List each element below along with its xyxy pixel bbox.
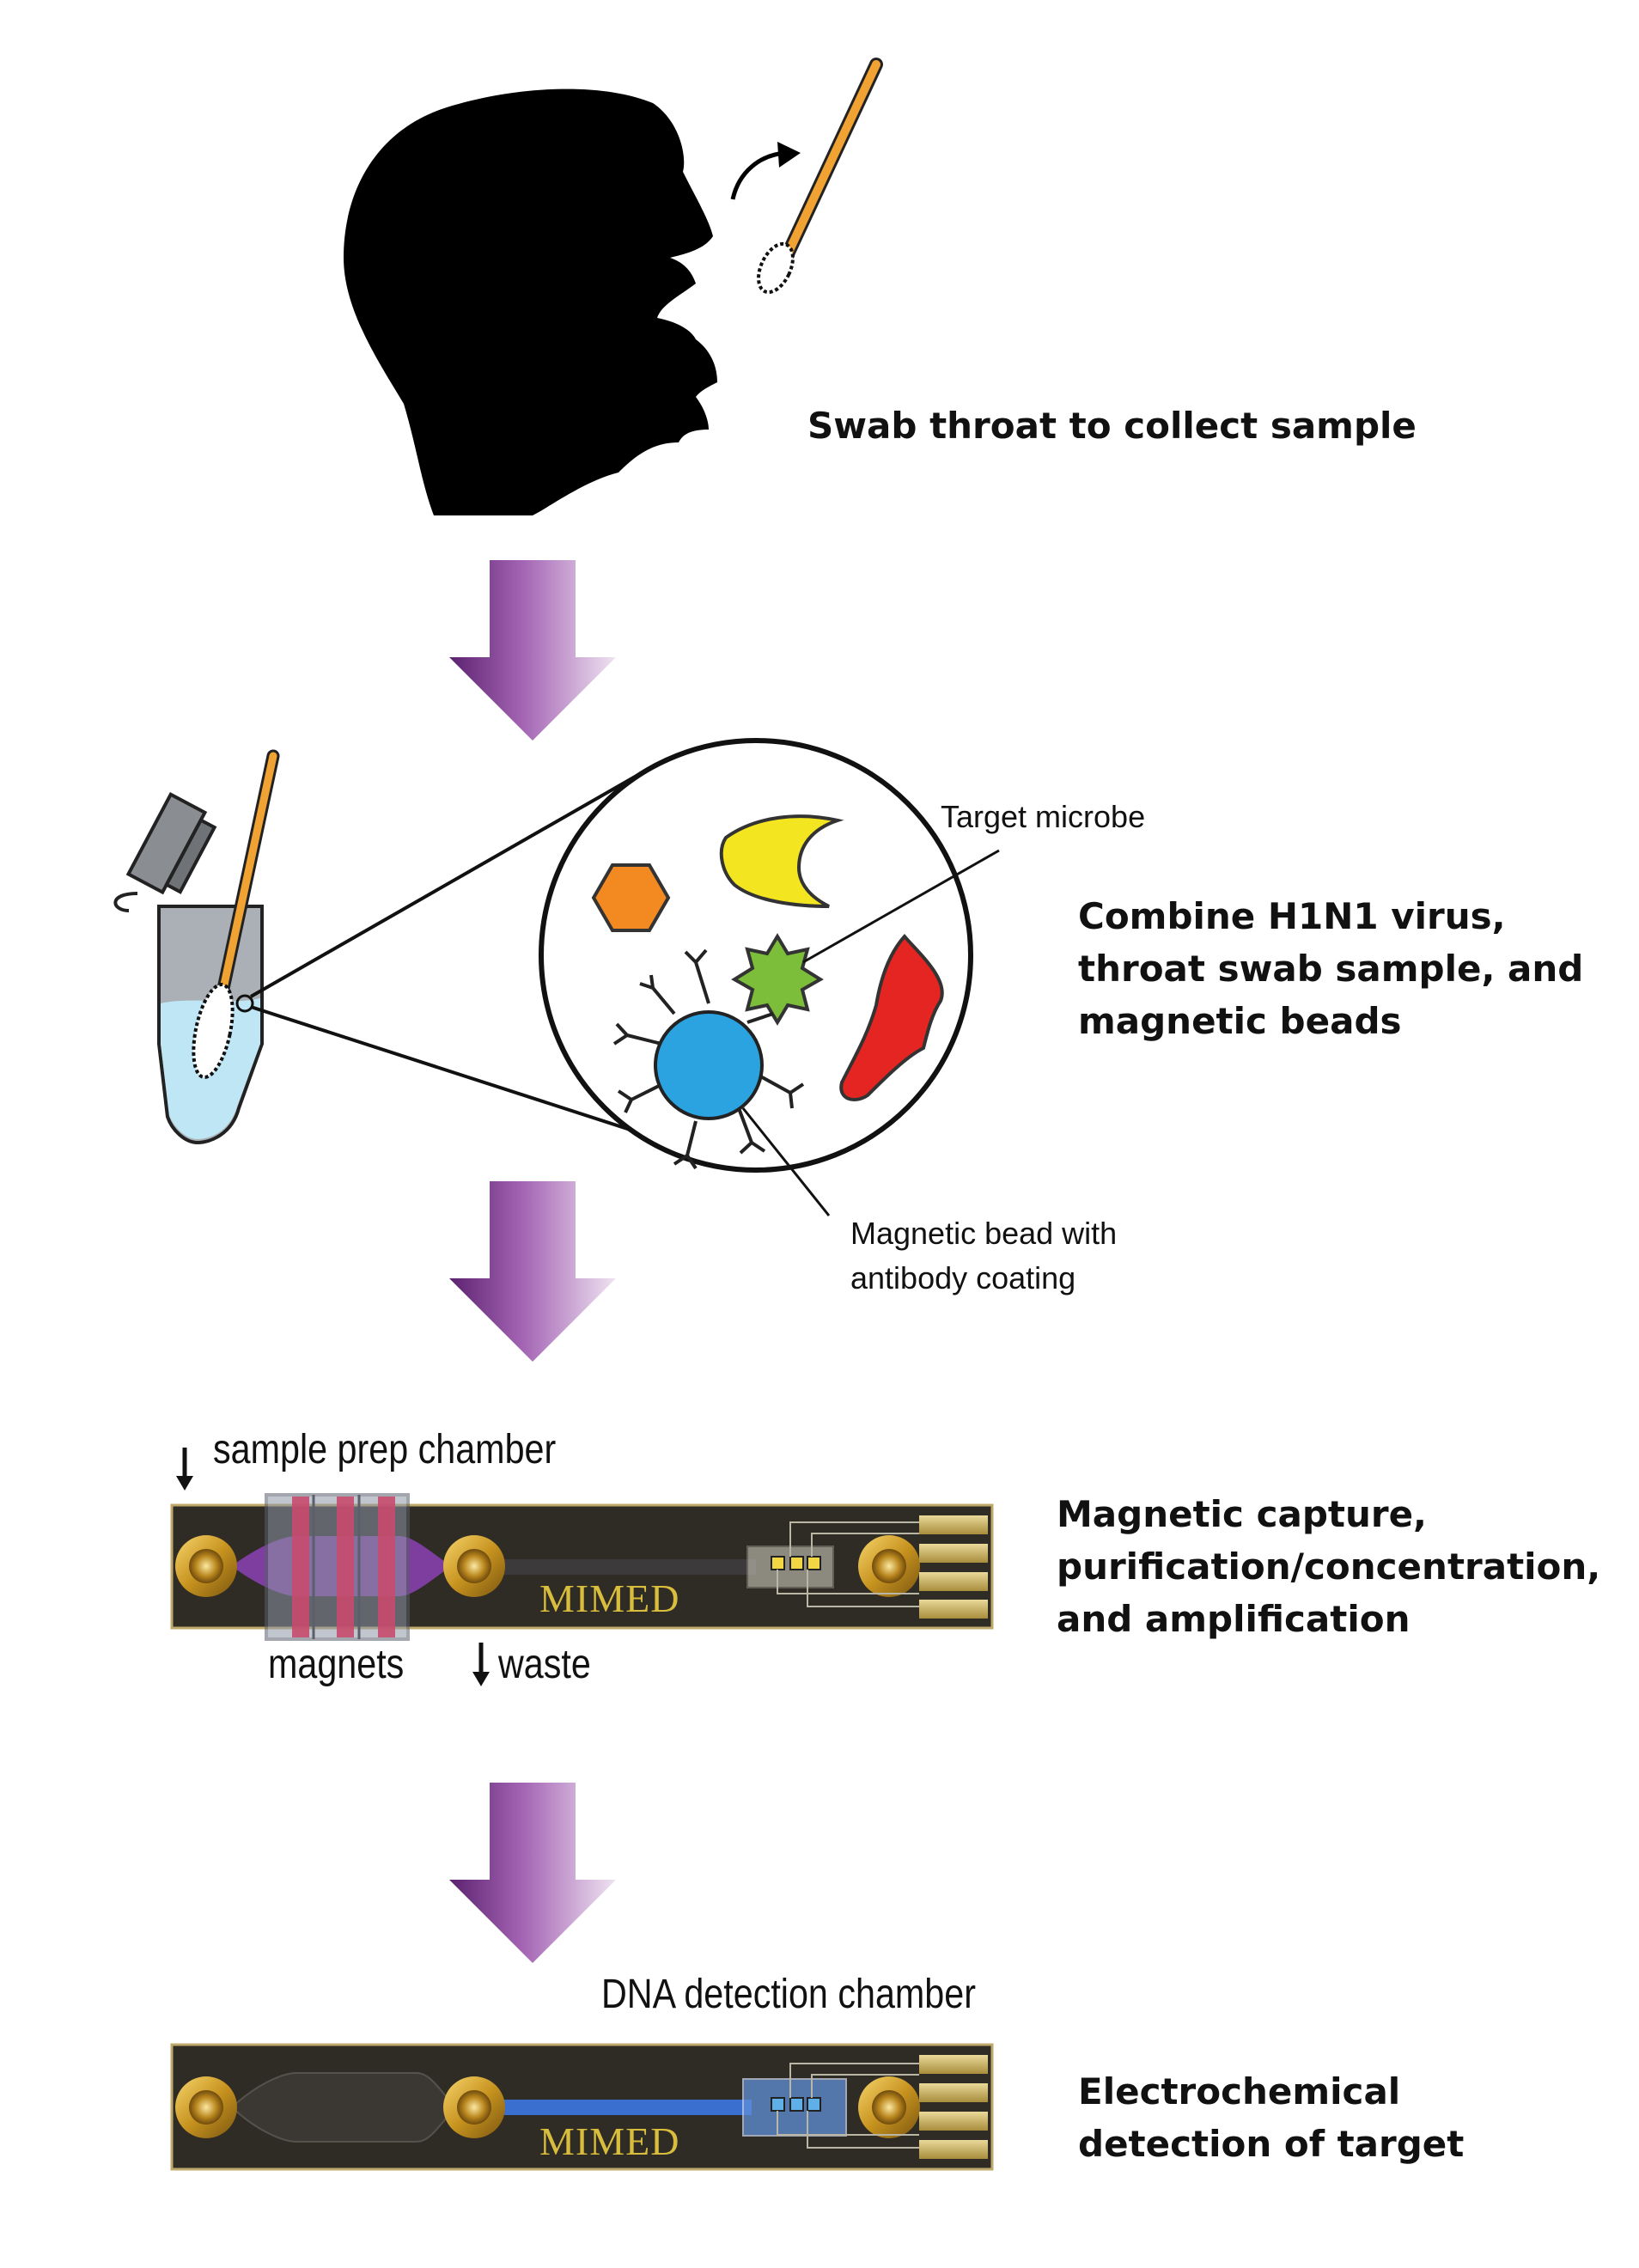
waste-label: waste [498, 1642, 591, 1687]
head-silhouette [344, 88, 717, 516]
dna-detection-chamber-label: DNA detection chamber [601, 1972, 976, 2017]
step-2-line-3: magnetic beads [1078, 1000, 1402, 1042]
magnetic-bead-line-1: Magnetic bead with [850, 1216, 1118, 1251]
step-4-line-2: detection of target [1078, 2123, 1465, 2165]
step-2-line-1: Combine H1N1 virus, [1078, 895, 1506, 937]
throat-swab [757, 58, 883, 295]
flow-arrow-1 [449, 560, 616, 741]
sample-tube [113, 749, 280, 1145]
microfluidic-chip-2 [170, 2043, 994, 2171]
step-2-line-2: throat swab sample, and [1078, 948, 1584, 990]
yellow-microbe [719, 814, 844, 908]
down-arrow-icon [472, 1643, 490, 1686]
zoom-lines [250, 767, 671, 1144]
microfluidic-chip-1 [170, 1493, 994, 1641]
step-3-label: Magnetic capture, purification/concentra… [1057, 1488, 1600, 1645]
step-2-label: Combine H1N1 virus, throat swab sample, … [1078, 890, 1583, 1047]
magnetic-bead-line-2: antibody coating [850, 1260, 1076, 1296]
magnets-label: magnets [268, 1642, 405, 1687]
chip-1-brand: MIMED [539, 1576, 680, 1620]
chip-2-brand: MIMED [539, 2119, 680, 2163]
callout-lines [741, 849, 1000, 1216]
down-arrow-icon [176, 1448, 193, 1491]
step-3-line-1: Magnetic capture, [1057, 1493, 1428, 1535]
step-4-label: Electrochemical detection of target [1078, 2065, 1464, 2170]
step-4-line-1: Electrochemical [1078, 2070, 1401, 2113]
target-microbe [731, 933, 824, 1026]
sample-prep-chamber-label: sample prep chamber [213, 1427, 557, 1472]
magnets [265, 1493, 410, 1641]
rotate-arrow-icon [730, 142, 801, 200]
zoom-circle [539, 738, 973, 1173]
orange-microbe [591, 863, 671, 932]
step-3-line-3: and amplification [1057, 1598, 1411, 1640]
tube-cap [125, 791, 217, 895]
flow-arrow-3 [449, 1783, 616, 1963]
target-microbe-label: Target microbe [941, 799, 1146, 834]
magnetic-bead-label: Magnetic bead with antibody coating [850, 1211, 1117, 1301]
red-microbe [839, 933, 944, 1101]
step-1-line-1: Swab throat to collect sample [807, 405, 1417, 447]
step-1-label: Swab throat to collect sample [807, 399, 1417, 452]
flow-arrow-2 [449, 1181, 616, 1362]
step-3-line-2: purification/concentration, [1057, 1546, 1601, 1588]
